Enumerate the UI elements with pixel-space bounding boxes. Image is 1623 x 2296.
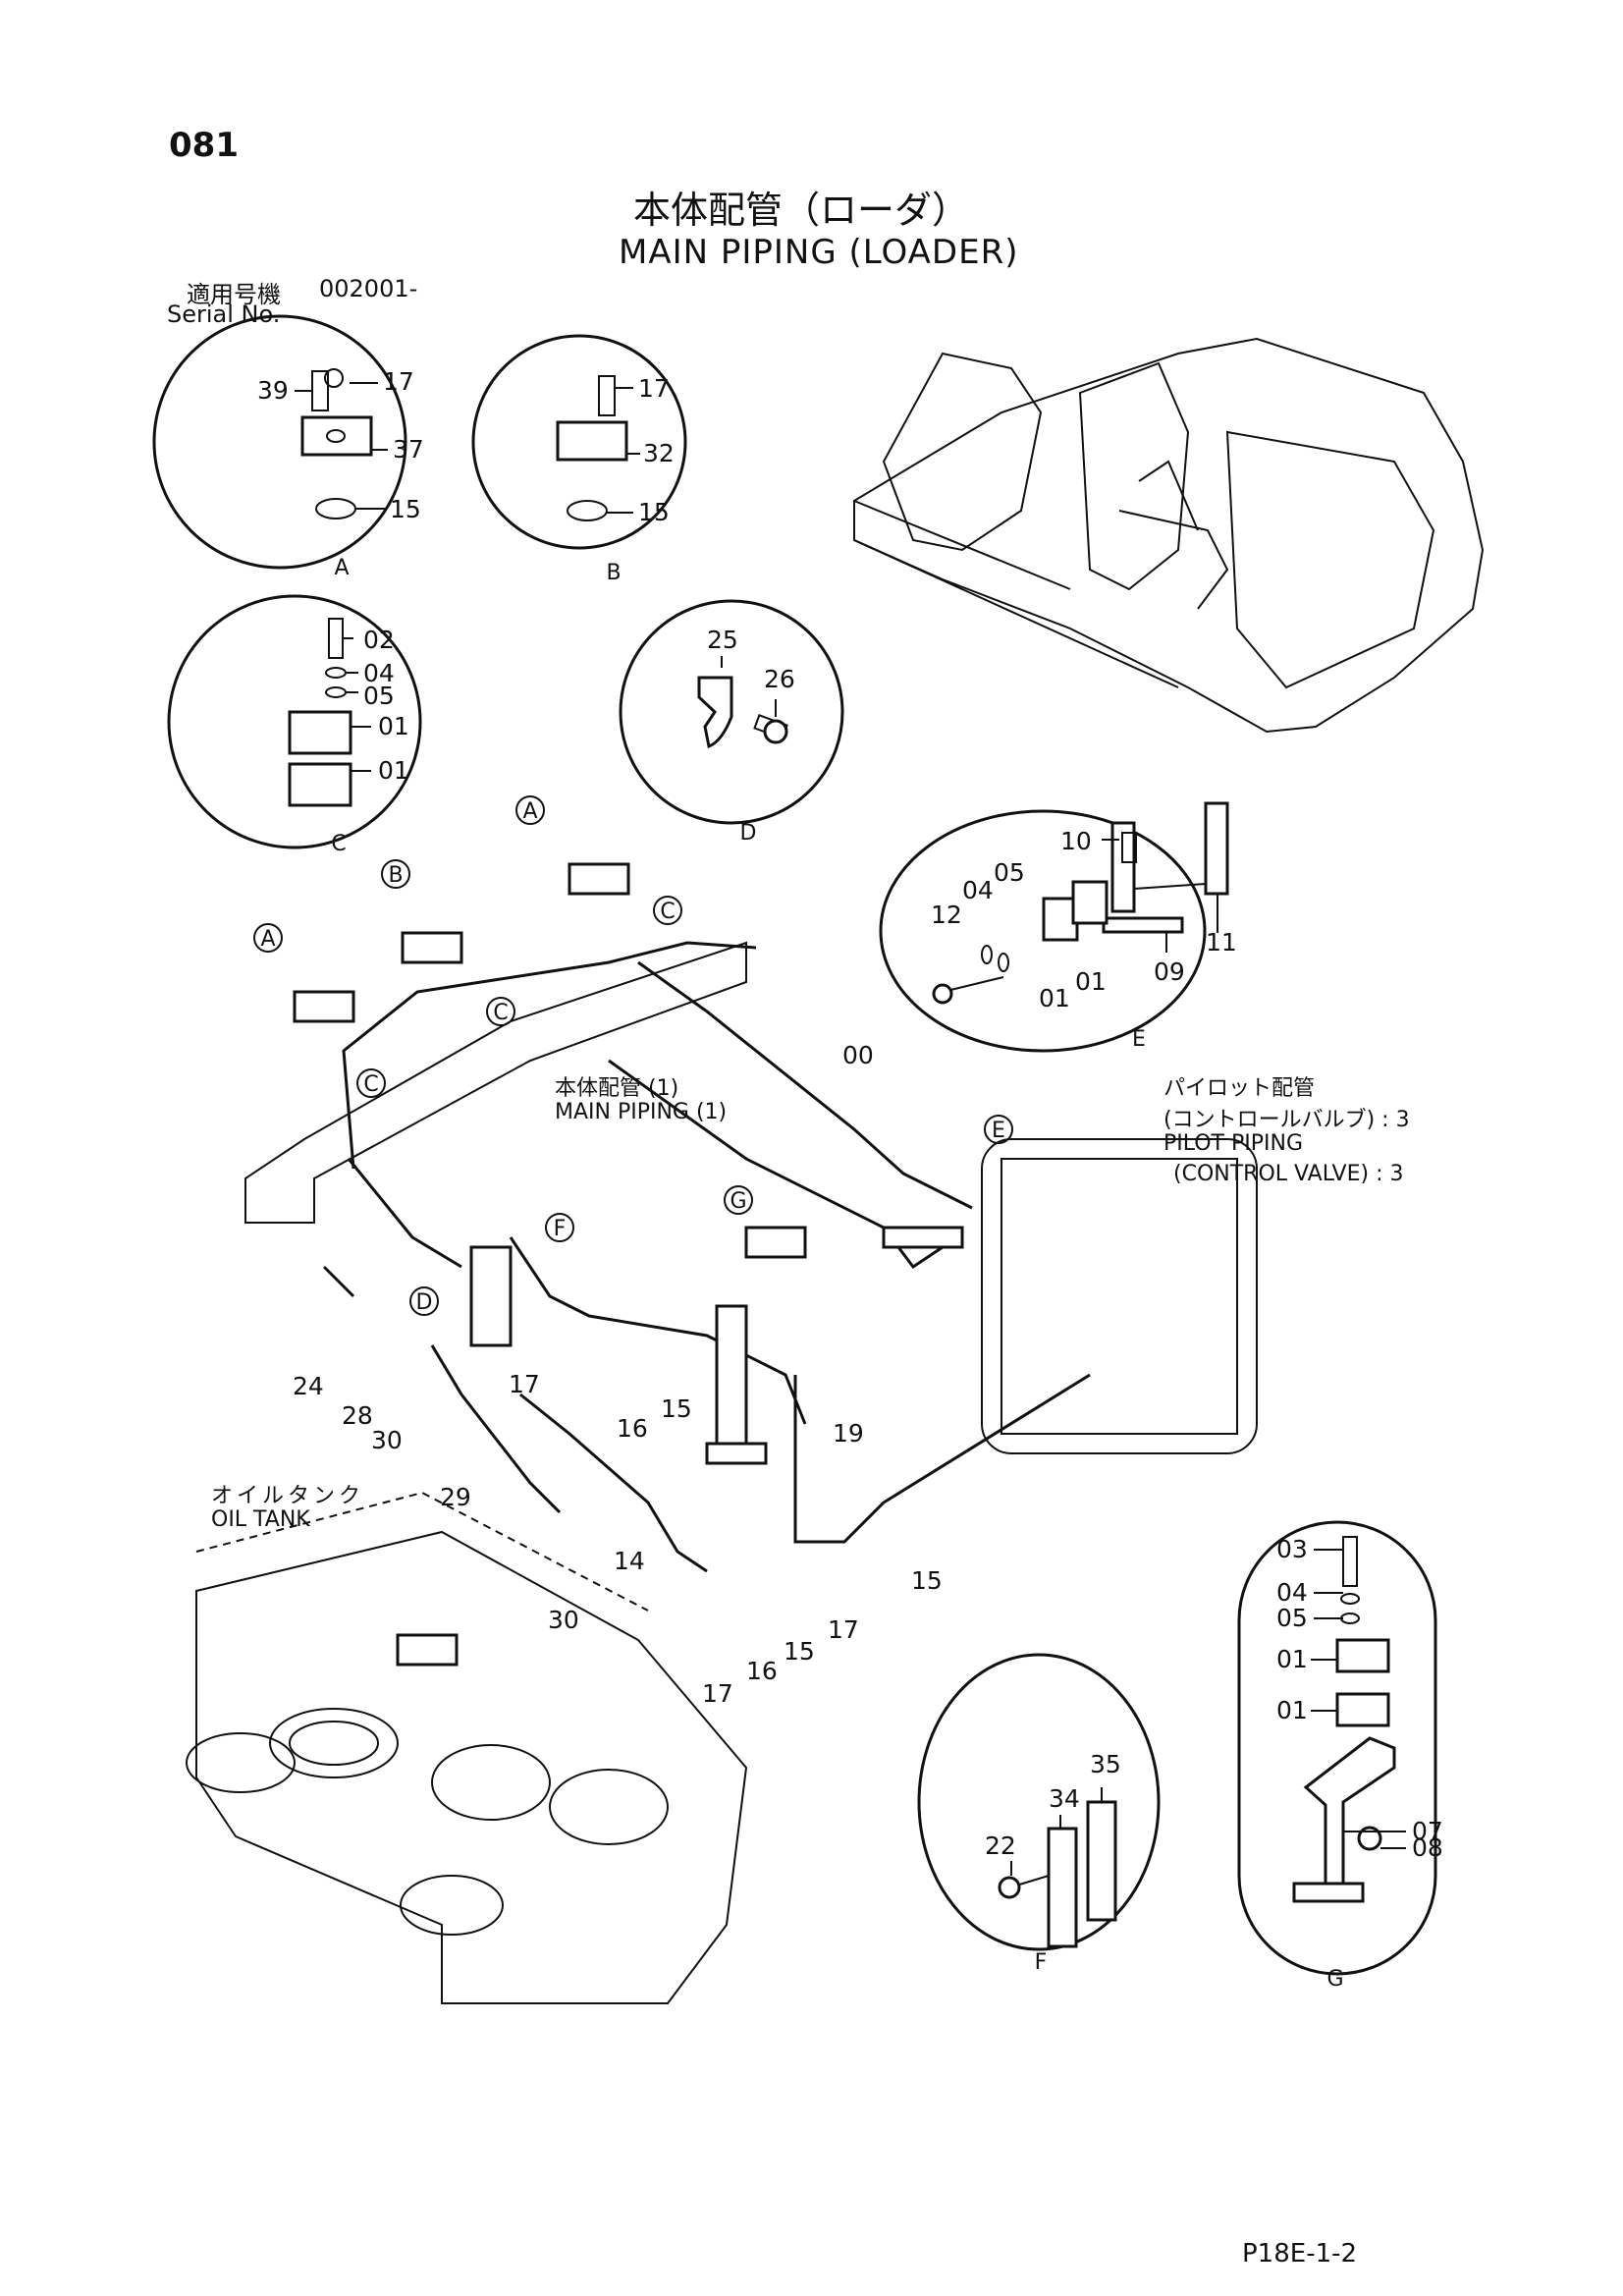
callout-c3: C <box>363 1072 378 1097</box>
detail-c-part-01a: 01 <box>378 712 409 740</box>
detail-g-part-04: 04 <box>1276 1578 1308 1607</box>
label-24: 24 <box>293 1372 324 1400</box>
label-30b: 30 <box>548 1606 579 1634</box>
pilot-piping-label-jp: パイロット配管 <box>1163 1076 1316 1101</box>
detail-g: 03 04 05 01 01 07 08 G <box>1237 1520 1443 1992</box>
label-19: 19 <box>833 1419 864 1448</box>
detail-e-letter: E <box>1132 1027 1146 1052</box>
detail-g-part-05: 05 <box>1276 1604 1308 1632</box>
detail-b-part-32: 32 <box>643 439 675 467</box>
pilot-piping-label-en: PILOT PIPING <box>1163 1131 1303 1156</box>
detail-c-part-05: 05 <box>363 682 395 710</box>
callout-c2: C <box>493 1001 508 1025</box>
machine-overview-illustration <box>853 337 1485 734</box>
detail-a-part-39: 39 <box>257 376 289 405</box>
main-part-labels: 00 24 28 30 29 30 17 16 15 19 14 15 17 1… <box>293 1041 943 1708</box>
label-14: 14 <box>614 1547 645 1575</box>
label-00: 00 <box>842 1041 874 1069</box>
callout-b: B <box>388 863 403 888</box>
oil-tank-label-en: OIL TANK <box>211 1507 310 1532</box>
detail-e: 10 12 04 05 01 01 09 11 E <box>879 801 1237 1053</box>
oil-tank-illustration <box>186 1491 748 2004</box>
detail-b-part-17: 17 <box>638 374 670 403</box>
detail-d-letter: D <box>740 821 757 846</box>
detail-d-part-25: 25 <box>707 626 738 654</box>
oil-tank-label-jp: オイルタンク <box>211 1484 365 1508</box>
callout-a2: A <box>260 927 275 952</box>
detail-g-part-01a: 01 <box>1276 1645 1308 1673</box>
label-16a: 16 <box>617 1414 648 1443</box>
title-english: MAIN PIPING (LOADER) <box>619 233 1019 272</box>
detail-d: 25 26 D <box>619 599 844 846</box>
detail-g-letter: G <box>1326 1967 1343 1992</box>
detail-g-part-08: 08 <box>1412 1833 1443 1862</box>
label-17a: 17 <box>509 1370 540 1398</box>
page-number: 081 <box>169 126 239 165</box>
detail-f-letter: F <box>1035 1950 1048 1975</box>
footer-page-code: P18E-1-2 <box>1242 2239 1358 2269</box>
serial-english: Serial No. <box>167 301 281 328</box>
detail-e-part-09: 09 <box>1154 957 1185 986</box>
label-17b: 17 <box>828 1615 859 1644</box>
detail-a-part-15: 15 <box>390 495 421 523</box>
detail-a: 39 17 37 15 A <box>152 314 424 580</box>
label-28: 28 <box>342 1401 373 1430</box>
detail-e-part-12: 12 <box>931 901 962 929</box>
title-japanese: 本体配管（ローダ） <box>633 189 970 232</box>
callout-circles: A B A C C C F G E D <box>253 795 1013 1316</box>
detail-e-part-05: 05 <box>994 858 1025 887</box>
detail-f-part-22: 22 <box>985 1831 1016 1860</box>
main-piping-assembly <box>244 862 1258 1573</box>
label-15b: 15 <box>911 1566 943 1595</box>
label-16b: 16 <box>746 1657 778 1685</box>
serial-value: 002001- <box>319 275 418 302</box>
detail-e-part-11: 11 <box>1206 928 1237 957</box>
detail-e-part-01a: 01 <box>1039 984 1070 1012</box>
detail-d-part-26: 26 <box>764 665 795 693</box>
pilot-piping-label-jp2: (コントロールバルブ) : 3 <box>1163 1108 1410 1132</box>
detail-c-part-02: 02 <box>363 626 395 654</box>
detail-c: 02 04 05 01 01 C <box>167 594 422 856</box>
detail-g-part-01b: 01 <box>1276 1696 1308 1724</box>
detail-g-part-07: 07 <box>1412 1817 1443 1845</box>
pilot-piping-label-en2: (CONTROL VALVE) : 3 <box>1173 1162 1404 1186</box>
detail-a-letter: A <box>334 556 349 580</box>
label-15a: 15 <box>661 1394 692 1423</box>
detail-c-part-04: 04 <box>363 659 395 687</box>
callout-e: E <box>992 1119 1005 1143</box>
detail-b: 17 32 15 B <box>471 334 687 585</box>
detail-a-part-37: 37 <box>393 435 424 464</box>
callout-f: F <box>554 1217 567 1241</box>
label-29: 29 <box>440 1483 471 1511</box>
serial-japanese: 適用号機 <box>187 281 281 308</box>
label-17c: 17 <box>702 1679 733 1708</box>
detail-e-part-10: 10 <box>1060 827 1092 855</box>
detail-e-part-04: 04 <box>962 876 994 904</box>
callout-a1: A <box>522 799 537 824</box>
detail-b-letter: B <box>606 561 621 585</box>
detail-c-letter: C <box>331 832 346 856</box>
label-30a: 30 <box>371 1426 403 1454</box>
detail-a-part-17: 17 <box>383 367 414 396</box>
detail-f: 34 35 22 F <box>917 1653 1161 1975</box>
detail-f-part-34: 34 <box>1049 1784 1080 1813</box>
label-15c: 15 <box>784 1637 815 1666</box>
detail-g-part-03: 03 <box>1276 1535 1308 1563</box>
main-piping-label-en: MAIN PIPING (1) <box>555 1100 728 1124</box>
detail-b-part-15: 15 <box>638 498 670 526</box>
detail-e-part-01b: 01 <box>1075 967 1107 996</box>
callout-c1: C <box>660 900 675 924</box>
detail-f-part-35: 35 <box>1090 1750 1121 1778</box>
callout-d: D <box>416 1290 433 1315</box>
callout-g: G <box>730 1189 746 1214</box>
detail-c-part-01b: 01 <box>378 756 409 785</box>
